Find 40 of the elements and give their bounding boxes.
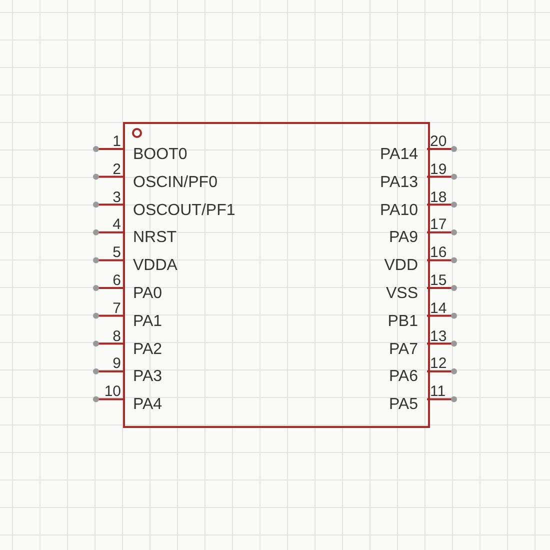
pin-name: NRST: [133, 230, 177, 246]
pin-name: VDD: [384, 258, 418, 274]
pin-name: VSS: [386, 286, 418, 302]
pin-number: 20: [430, 134, 447, 149]
pin-number: 3: [112, 190, 121, 205]
pin-number: 19: [430, 162, 447, 177]
pin-name: PA0: [133, 286, 162, 302]
pin-number: 18: [430, 190, 447, 205]
pin-number: 15: [430, 273, 447, 288]
pin-name: PA14: [380, 147, 418, 163]
pin-number: 10: [104, 384, 121, 400]
pin-name: PA7: [388, 342, 418, 358]
pin-number: 5: [112, 245, 121, 260]
pin-name: PA3: [133, 369, 162, 386]
pin-number: 11: [430, 384, 446, 400]
pin-number: 2: [112, 162, 121, 177]
pin-number: 8: [112, 328, 121, 344]
pin-name: PB1: [388, 314, 418, 330]
pin-name: PA6: [388, 369, 418, 386]
pin-name: OSCIN/PF0: [133, 174, 218, 191]
pin-number: 12: [430, 356, 447, 372]
pin-name: PA4: [133, 397, 162, 414]
pin-name: PA13: [380, 174, 418, 191]
pin-name: PA2: [133, 342, 162, 358]
pin-number: 4: [112, 217, 121, 232]
pin-name: VDDA: [133, 258, 178, 274]
pin-name: PA9: [388, 230, 418, 246]
pin-number: 7: [112, 300, 121, 316]
pin-number: 16: [430, 245, 447, 260]
pin-number: 13: [430, 328, 447, 344]
pin-number: 14: [430, 300, 447, 316]
pin-number: 6: [112, 273, 121, 288]
pin-name: PA1: [133, 314, 162, 330]
pin-name: OSCOUT/PF1: [133, 202, 236, 219]
pin-number: 17: [430, 217, 447, 232]
pin-number: 1: [112, 134, 121, 149]
pin-name: BOOT0: [133, 147, 188, 163]
pin-name: PA10: [380, 202, 418, 219]
pin-name: PA5: [388, 397, 418, 414]
pin-number: 9: [112, 356, 121, 372]
